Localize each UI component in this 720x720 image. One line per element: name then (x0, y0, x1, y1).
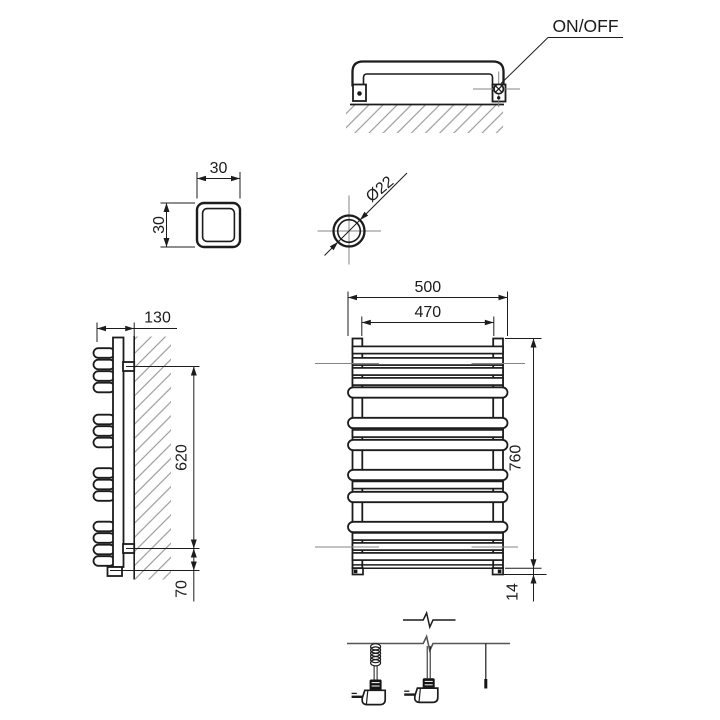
profile-width-value: 30 (210, 160, 228, 177)
front-rung-wide (347, 386, 509, 399)
wire-tip (484, 679, 488, 689)
power-plug-icon (350, 689, 387, 706)
side-rung (92, 555, 116, 567)
side-rung (92, 381, 116, 394)
side-rung (92, 520, 116, 533)
side-rung (92, 532, 116, 544)
bare-wire-option (484, 643, 488, 689)
dimension-bottom-clearance: 70 (110, 548, 200, 602)
front-rung-thin (351, 345, 504, 355)
side-rung (92, 490, 116, 502)
top-tube-outer-outline (351, 60, 505, 87)
power-plug-icon (403, 686, 440, 704)
side-rung (92, 358, 116, 371)
front-rung-thin (351, 429, 504, 438)
left-bracket-screw-icon (357, 91, 362, 96)
foot-height-value: 14 (505, 583, 522, 601)
dimension-tube-diameter: Ø22 (324, 172, 408, 256)
dimension-profile-height: 30 (151, 202, 195, 248)
front-rung-thin (351, 377, 504, 386)
front-rungs (347, 345, 509, 561)
front-rung-thin (351, 532, 504, 541)
front-rung-thin (351, 480, 504, 490)
side-view: 130 620 70 (92, 310, 200, 602)
front-rung-wide (347, 438, 509, 452)
front-rung-wide (347, 490, 509, 504)
on-off-leader-line (500, 37, 623, 84)
profile-outer-square (195, 201, 242, 249)
coiled-cable-plug (350, 643, 387, 706)
front-left-foot (351, 567, 364, 576)
side-foot (106, 566, 123, 577)
side-rung (92, 425, 116, 437)
section-centerlines (317, 195, 381, 265)
side-rung (92, 347, 116, 359)
front-rung-thin (351, 357, 504, 366)
front-right-foot-pad (497, 569, 502, 574)
tube-section-detail: Ø22 (317, 172, 408, 265)
side-rung (92, 478, 116, 491)
dimension-overall-width: 500 (347, 279, 508, 336)
profile-inner-square (201, 207, 236, 243)
dimension-profile-width: 30 (196, 160, 241, 199)
front-rung-wide (347, 520, 509, 534)
front-view: 500 470 760 14 (315, 279, 547, 602)
side-rung (92, 543, 116, 556)
bottom-clearance-value: 70 (174, 580, 191, 598)
side-rungs (92, 347, 116, 567)
dimension-foot-height: 14 (493, 568, 547, 602)
tube-outer-circle (332, 214, 366, 248)
power-cable-options (347, 634, 510, 706)
overall-height-value: 760 (508, 445, 525, 472)
profile-height-value: 30 (151, 216, 168, 234)
top-tube-inner-outline (362, 73, 494, 87)
on-off-switch-icon (493, 83, 505, 100)
break-line-symbol (403, 610, 456, 630)
side-rung (92, 436, 116, 449)
dimension-depth: 130 (96, 310, 177, 342)
inner-width-value: 470 (414, 304, 441, 321)
front-rung-thin (351, 367, 504, 376)
side-rung (92, 370, 116, 382)
dimension-mount-span: 620 (126, 366, 200, 549)
on-off-label: ON/OFF (552, 16, 618, 36)
dimension-inner-width: 470 (361, 304, 495, 336)
overall-width-value: 500 (414, 279, 441, 296)
side-collector-tube (112, 336, 125, 568)
top-view: ON/OFF (346, 16, 623, 133)
plug-boot (369, 679, 382, 691)
front-rung-wide (347, 468, 509, 482)
dimension-overall-height: 760 (505, 338, 542, 569)
tube-diameter-value: Ø22 (363, 173, 397, 206)
side-rung (92, 467, 116, 479)
depth-value: 130 (144, 310, 171, 327)
front-rung-wide (347, 416, 509, 430)
tube-inner-circle (336, 218, 362, 244)
cable-baseline (347, 634, 510, 653)
mount-span-value: 620 (174, 444, 191, 471)
straight-cable-plug (403, 646, 440, 704)
wall-hatching-side (134, 336, 171, 580)
tube-profile-detail: 30 30 (151, 160, 242, 249)
wall-hatching-top (346, 105, 503, 133)
coil-icon (370, 643, 382, 667)
side-rung (92, 413, 116, 426)
front-left-foot-pad (353, 569, 358, 574)
front-rung-thin (351, 552, 504, 561)
front-bracket-centerlines (315, 363, 525, 548)
